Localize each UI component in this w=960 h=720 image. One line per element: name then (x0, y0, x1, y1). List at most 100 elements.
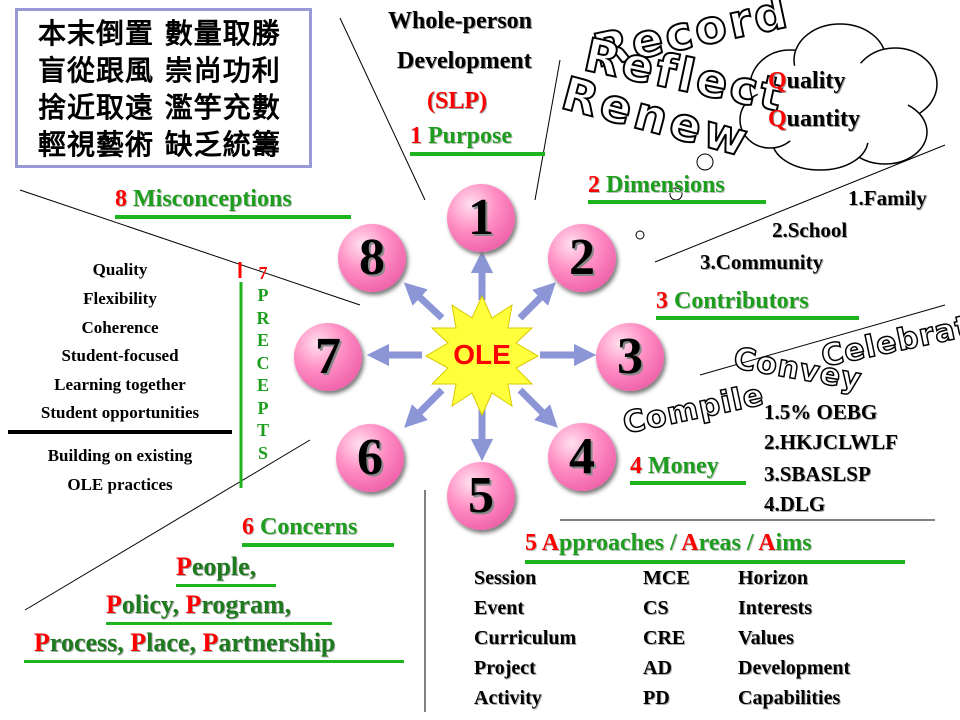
concerns-underline (242, 543, 394, 547)
spoke-arrows (366, 250, 597, 462)
chinese-line: 輕視藝術 缺乏統籌 (38, 128, 281, 161)
precepts-vertical-word: P R E C E P T S (255, 284, 271, 464)
purpose-underline (410, 152, 545, 156)
approaches-underline (525, 560, 905, 564)
approaches-initial: A (758, 530, 776, 556)
concerns-line-2: Policy, Program, (106, 590, 291, 620)
concerns-line-3-underline (24, 660, 404, 663)
approach-item: Curriculum (474, 627, 577, 649)
misconceptions-underline (115, 215, 351, 219)
aim-item: Capabilities (738, 687, 841, 709)
aim-item: Interests (738, 597, 813, 619)
concerns-label: Concerns (260, 514, 358, 540)
misconceptions-number: 8 (115, 186, 127, 212)
quality-rest: uality (786, 68, 846, 94)
approach-item: Project (474, 657, 536, 679)
precept-item: Coherence (81, 318, 159, 337)
purpose-heading: 1 Purpose (410, 123, 512, 150)
ole-label: OLE (453, 339, 511, 370)
money-item: 3.SBASLSP (764, 462, 871, 486)
contributors-heading: 3 Contributors (656, 288, 809, 315)
development-text: Development (397, 48, 532, 74)
concerns-initial: P (185, 590, 202, 619)
misconceptions-chinese-box: 本末倒置 數量取勝 盲從跟風 崇尚功利 捨近取遠 濫竽充數 輕視藝術 缺乏統籌 (15, 8, 312, 168)
purpose-label: Purpose (428, 123, 512, 149)
money-number: 4 (630, 453, 642, 479)
concerns-line-1-underline (176, 584, 276, 587)
money-heading: 4 Money (630, 453, 719, 480)
aims-column-3: Horizon Interests Values Development Cap… (738, 563, 850, 713)
precepts-letter: E (256, 375, 269, 395)
money-item: 2.HKJCLWLF (764, 430, 898, 454)
money-label: Money (648, 453, 719, 479)
approach-item: Session (474, 567, 537, 589)
node-2: 2 (548, 224, 616, 292)
precepts-letter: P (257, 397, 269, 418)
contributors-label: Contributors (674, 288, 809, 314)
precepts-letter: P (257, 285, 269, 305)
quality-initial: Q (768, 68, 787, 94)
concerns-word: lace, (146, 628, 203, 657)
approaches-initial: A (541, 530, 560, 556)
concerns-number: 6 (242, 514, 254, 540)
approach-item: Activity (474, 687, 542, 709)
quantity-text: Quantity (768, 106, 860, 133)
approaches-initial: A (681, 530, 699, 556)
precepts-letter: R (256, 307, 270, 328)
money-underline (630, 481, 746, 485)
concerns-line-2-underline (106, 622, 332, 625)
money-item: 4.DLG (764, 492, 826, 516)
precept-extra-line: Building on existing (47, 446, 193, 465)
concerns-word: rogram, (201, 590, 292, 619)
dimensions-heading: 2 Dimensions (588, 172, 725, 199)
concerns-line-1: People, (176, 552, 256, 582)
approach-item: Event (474, 597, 524, 619)
concerns-initial: P (106, 590, 122, 619)
contributors-underline (656, 316, 859, 320)
dimension-item: 3.Community (700, 250, 824, 274)
aim-item: Values (738, 627, 794, 649)
approaches-column-1: Session Event Curriculum Project Activit… (474, 563, 576, 713)
dimension-item: 2.School (772, 218, 848, 242)
chinese-line: 捨近取遠 濫竽充數 (38, 91, 281, 124)
area-item: MCE (643, 567, 690, 589)
areas-column-2: MCE CS CRE AD PD (643, 563, 690, 713)
precept-item: Flexibility (83, 289, 157, 308)
concerns-initial: P (130, 628, 147, 657)
dimension-item: 1.Family (848, 186, 927, 210)
misconceptions-heading: 8 Misconceptions (115, 186, 292, 213)
misconceptions-label: Misconceptions (133, 186, 292, 212)
concerns-word: eople, (191, 552, 257, 581)
concerns-initial: P (202, 628, 219, 657)
concerns-initial: P (34, 628, 50, 657)
precept-extra-line: OLE practices (67, 475, 173, 494)
concerns-heading: 6 Concerns (242, 514, 357, 541)
approaches-number: 5 (525, 530, 542, 556)
concerns-word: olicy, (121, 590, 186, 619)
concerns-word: artnership (218, 628, 336, 657)
approaches-heading: 5 Approaches / Areas / Aims (525, 530, 812, 557)
ole-star (424, 294, 540, 417)
area-item: CS (643, 597, 669, 619)
node-4: 4 (548, 423, 616, 491)
precepts-number: 7 (258, 263, 268, 283)
area-item: CRE (643, 627, 686, 649)
precepts-letter: C (256, 352, 270, 373)
chinese-line: 盲從跟風 崇尚功利 (38, 54, 281, 87)
precept-item: Student opportunities (40, 403, 200, 422)
dimensions-label: Dimensions (606, 172, 725, 198)
slp-text: (SLP) (427, 88, 487, 114)
approaches-word: pproaches / (559, 530, 682, 556)
precept-item: Student-focused (61, 346, 179, 365)
quantity-rest: uantity (786, 106, 861, 132)
node-3: 3 (596, 323, 664, 391)
aim-item: Horizon (738, 567, 808, 589)
concerns-word: rocess, (49, 628, 131, 657)
node-7: 7 (294, 323, 362, 391)
precept-item: Learning together (54, 375, 186, 394)
area-item: AD (643, 657, 672, 679)
precepts-letter: E (256, 330, 269, 350)
